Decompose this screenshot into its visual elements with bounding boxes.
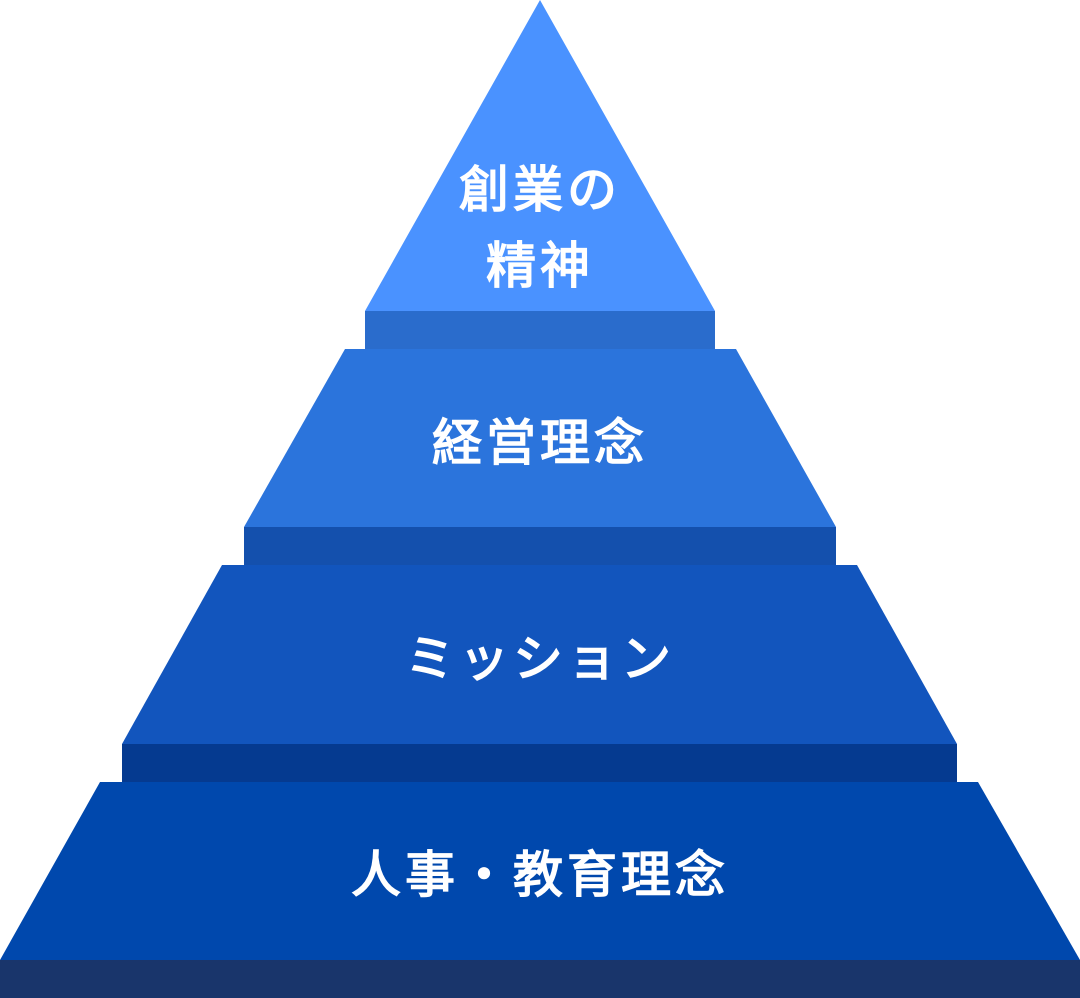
tier-founding-spirit: 創業の 精神	[365, 0, 715, 349]
tier-mission: ミッション	[122, 565, 957, 782]
tier-hr-education-philosophy: 人事・教育理念	[0, 782, 1080, 998]
tier-mission-label: ミッション	[405, 630, 675, 688]
tier-hr-education-philosophy-band	[0, 960, 1080, 998]
tier-mission-face	[122, 565, 957, 744]
tier-management-philosophy-band	[244, 527, 836, 565]
tier-founding-spirit-band	[365, 311, 715, 349]
tier-mission-band	[122, 744, 957, 782]
tier-management-philosophy-face	[244, 349, 836, 527]
tier-hr-education-philosophy-label: 人事・教育理念	[351, 846, 729, 904]
tier-management-philosophy: 経営理念	[244, 349, 836, 565]
tier-management-philosophy-label: 経営理念	[432, 414, 648, 472]
tier-hr-education-philosophy-face	[0, 782, 1080, 960]
tier-founding-spirit-face	[365, 0, 715, 311]
tier-founding-spirit-label-line-2: 精神	[486, 237, 594, 295]
tier-founding-spirit-label-line-1: 創業の	[459, 161, 621, 219]
